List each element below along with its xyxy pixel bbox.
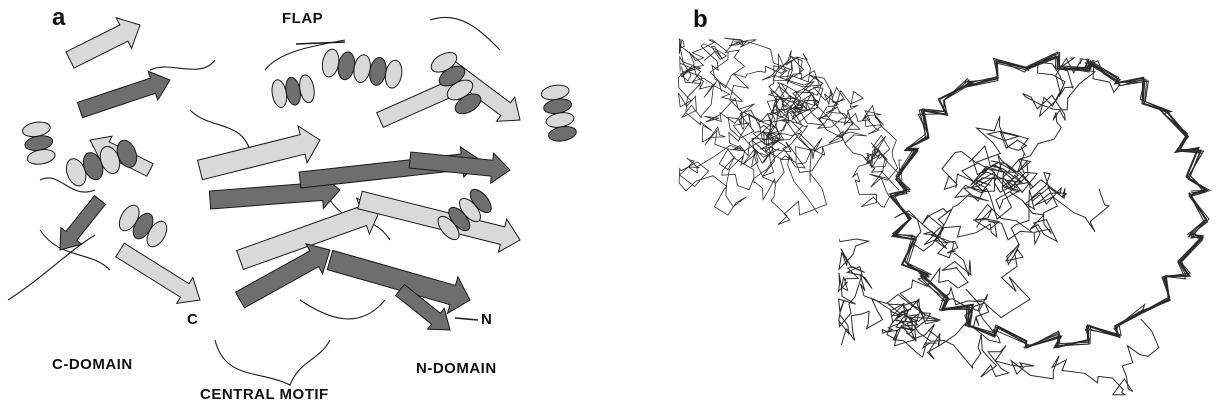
central-motif-label: CENTRAL MOTIF [200,386,329,403]
panel-b-letter: b [693,6,708,34]
ribbon-structure-image [0,0,600,408]
c-domain-label: C-DOMAIN [52,356,133,373]
n-terminus-label: N [481,311,492,328]
flap-label: FLAP [282,10,323,27]
n-domain-label: N-DOMAIN [416,360,497,377]
backbone-trace-image [640,0,1222,408]
panel-a-ribbon-diagram: a FLAP C-DOMAIN N-DOMAIN CENTRAL MOTIF C… [0,0,600,408]
panel-a-letter: a [52,4,65,32]
c-terminus-label: C [187,311,198,328]
panel-b-trace-overlay: b [640,0,1222,408]
